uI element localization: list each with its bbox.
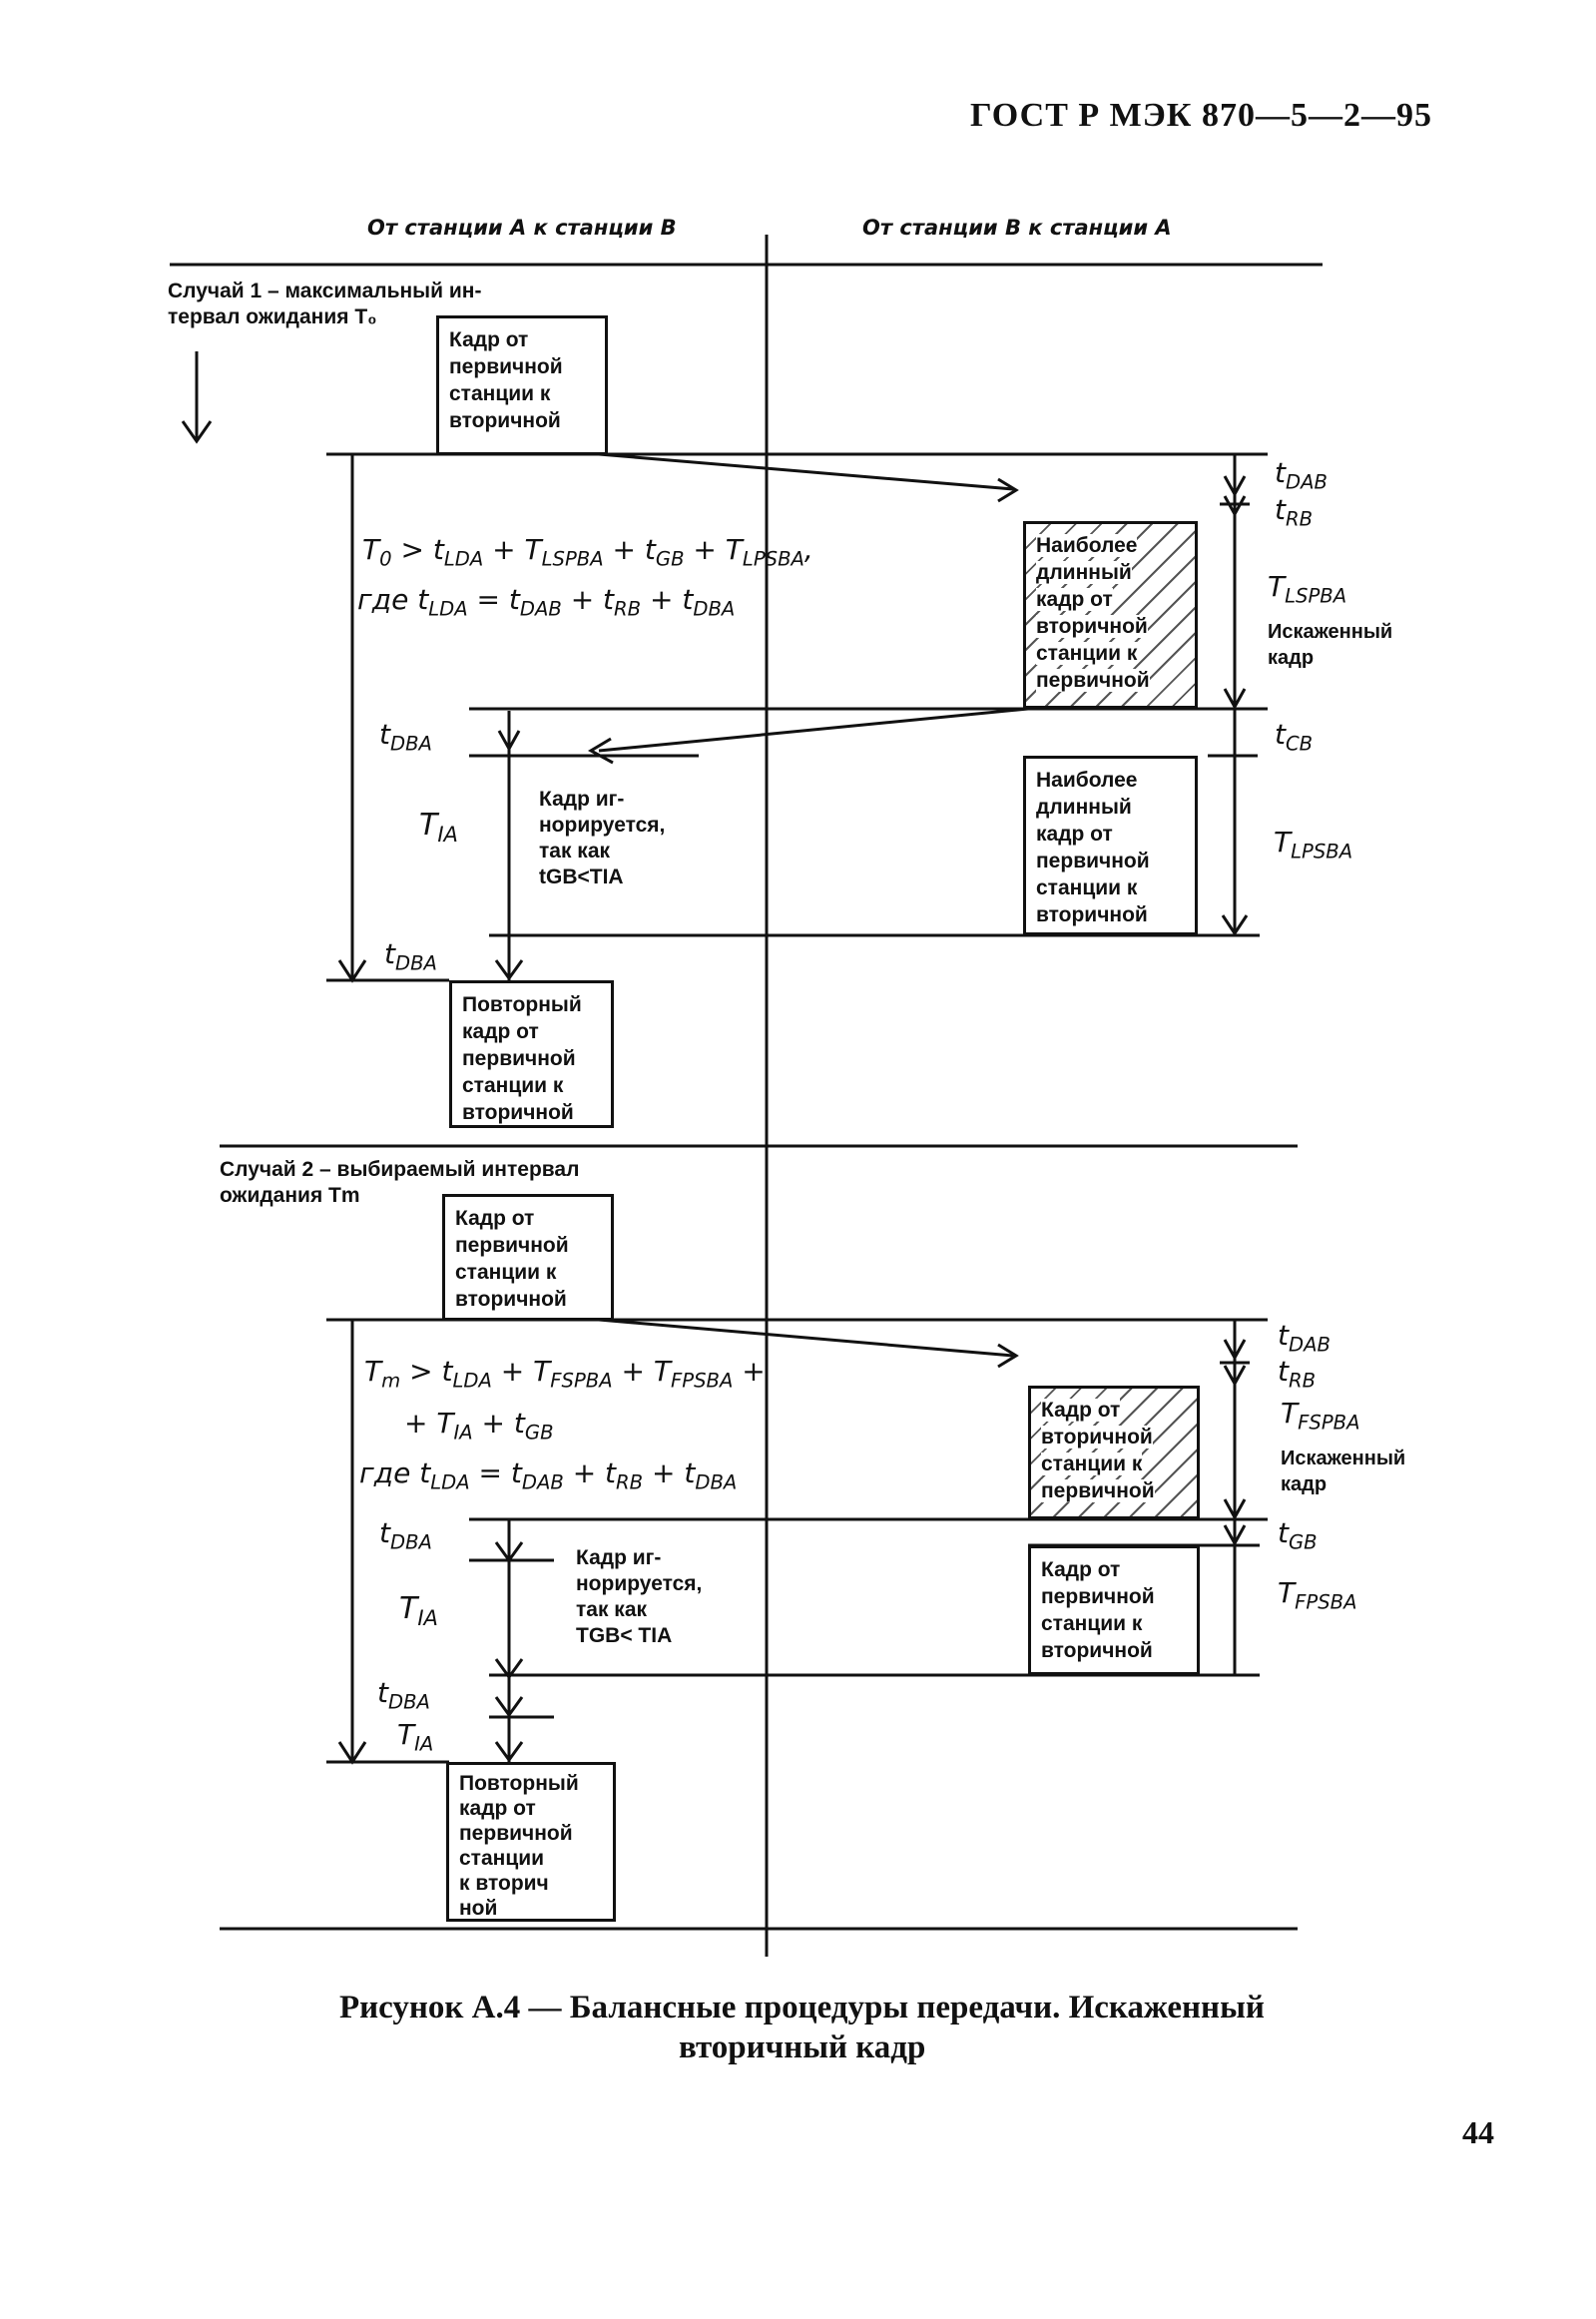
case2-title-line1: Случай 2 – выбираемый интервал <box>220 1158 580 1181</box>
case1-title-line2: тервал ожидания Т₀ <box>168 305 377 328</box>
case2-formula-line1: Tm > tLDA + TFSPBA + TFPSBA + <box>364 1355 766 1393</box>
case2-label-tdba2: tDBA <box>377 1676 430 1714</box>
case2-label-corrupted: Искаженный кадр <box>1281 1448 1406 1495</box>
case1-longest-primary-frame: Наиболее длинный кадр от первичной станц… <box>1023 756 1198 935</box>
case1-formula-line1: T0 > tLDA + TLSPBA + tGB + TLPSBA, <box>362 533 813 571</box>
case2-primary-frame: Кадр от первичной станции к вторичной <box>442 1194 614 1321</box>
case2-corrupted-secondary-frame: Кадр от вторичной станции к первичной <box>1028 1386 1200 1519</box>
case1-label-tlpsba: TLPSBA <box>1274 826 1353 864</box>
case1-label-trb: tRB <box>1275 493 1314 531</box>
figure-caption-line2: вторичный кадр <box>679 2029 926 2065</box>
case1-formula-line2: где tLDA = tDAB + tRB + tDBA <box>357 583 736 621</box>
case1-label-tia: TIA <box>419 808 458 847</box>
case1-corrupted-secondary-frame: Наиболее длинный кадр от вторичной станц… <box>1023 521 1198 709</box>
column-heading-b-to-a: От станции В к станции А <box>862 216 1172 240</box>
page-number: 44 <box>1462 2114 1494 2150</box>
case2-label-trb: tRB <box>1278 1355 1317 1393</box>
figure-caption-line1: Рисунок А.4 — Балансные процедуры переда… <box>339 1990 1265 2026</box>
case2-formula-line2: + TIA + tGB <box>404 1407 554 1445</box>
case1-label-corrupted: Искаженный кадр <box>1268 621 1393 669</box>
case2-ignored-note: Кадр иг- норируется, так как TGB< TIA <box>576 1546 703 1647</box>
case2-formula-line3: где tLDA = tDAB + tRB + tDBA <box>359 1456 738 1494</box>
case1-label-tdba2: tDBA <box>384 937 437 975</box>
case2-label-tia1: TIA <box>399 1591 438 1630</box>
case2-repeat-frame: Повторный кадр от первичной станции к вт… <box>446 1762 616 1922</box>
case2-label-tfpsba: TFPSBA <box>1278 1576 1357 1614</box>
case2-label-tia2: TIA <box>397 1718 434 1756</box>
case1-primary-frame: Кадр от первичной станции к вторичной <box>436 315 608 455</box>
case1-label-tdba1: tDBA <box>379 718 432 756</box>
case1-label-tdab: tDAB <box>1275 456 1328 494</box>
case1-label-tcb: tCB <box>1275 718 1314 756</box>
case1-title-line1: Случай 1 – максимальный ин- <box>168 280 482 302</box>
case1-ignored-note: Кадр иг- норируется, так как tGB<TIA <box>539 788 666 888</box>
case2-label-tgb: tGB <box>1278 1516 1318 1554</box>
case2-label-tfspba: TFSPBA <box>1281 1397 1360 1435</box>
case1-repeat-frame: Повторный кадр от первичной станции к вт… <box>449 980 614 1128</box>
column-heading-a-to-b: От станции А к станции В <box>367 216 677 240</box>
case2-label-tdba1: tDBA <box>379 1516 432 1554</box>
case1-label-tlspba: TLSPBA <box>1268 570 1347 608</box>
case2-label-tdab: tDAB <box>1278 1319 1330 1357</box>
case2-primary-frame-2: Кадр от первичной станции к вторичной <box>1028 1545 1200 1675</box>
standard-header: ГОСТ Р МЭК 870—5—2—95 <box>970 97 1432 134</box>
case2-title-line2: ожидания Tm <box>220 1184 360 1207</box>
